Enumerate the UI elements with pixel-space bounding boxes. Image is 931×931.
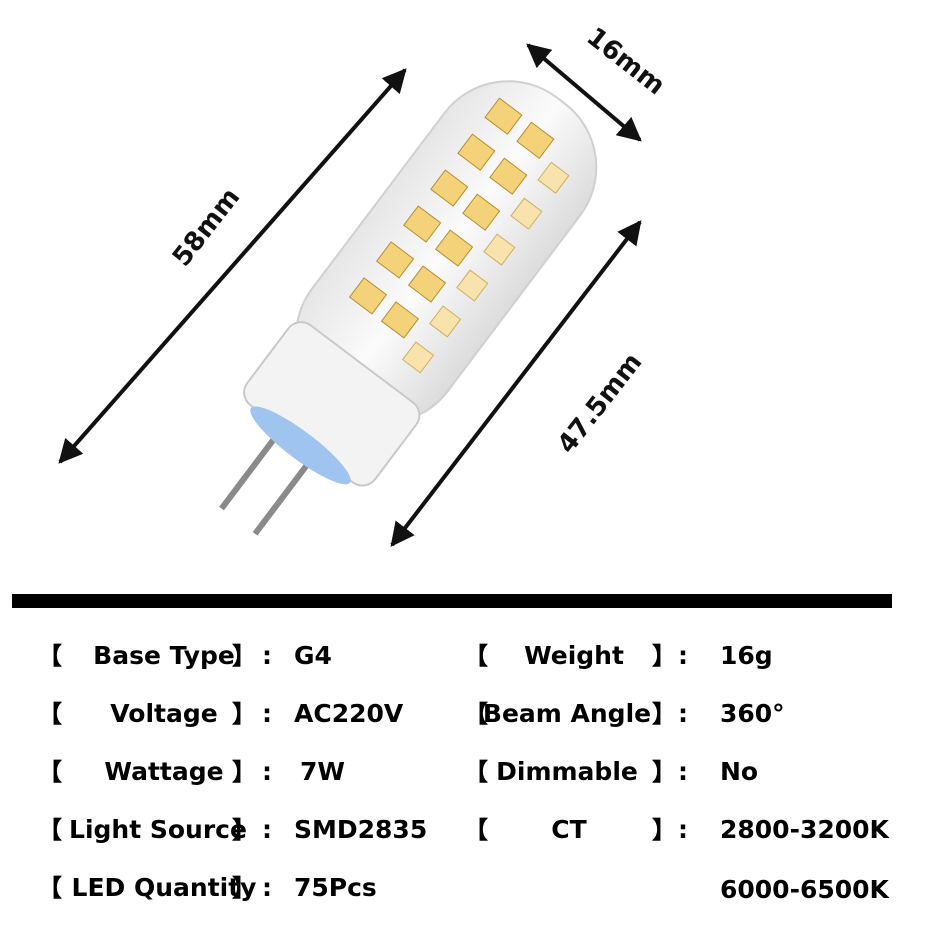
- spec-voltage: 【 Voltage 】 : AC220V: [38, 694, 458, 734]
- dimension-label-58mm: 58mm: [167, 183, 246, 273]
- spec-light-source: 【 Light Source 】 : SMD2835: [38, 810, 458, 850]
- bulb-base-face: [250, 406, 351, 485]
- spec-value: SMD2835: [294, 815, 428, 844]
- open-bracket: 【: [464, 642, 488, 670]
- spec-led-quantity: 【 LED Quantity 】 : 75Pcs: [38, 868, 458, 908]
- spec-value: 360°: [720, 699, 785, 728]
- open-bracket: 【: [38, 874, 62, 902]
- product-illustration: 58mm 16mm 47.5mm: [58, 22, 671, 547]
- close-bracket: 】: [652, 816, 676, 844]
- spec-key: LED Quantity: [71, 873, 257, 902]
- colon: :: [678, 699, 688, 728]
- spec-key: Voltage: [110, 699, 218, 728]
- spec-key: Beam Angle: [482, 699, 652, 728]
- open-bracket: 【: [464, 758, 488, 786]
- led-chips: [348, 97, 570, 374]
- dimension-arrow-47mm: [390, 220, 642, 547]
- spec-value: 7W: [300, 757, 345, 786]
- colon: :: [262, 699, 272, 728]
- spec-weight: 【 Weight 】 : 16g: [464, 636, 894, 676]
- spec-key: Weight: [524, 641, 624, 670]
- open-bracket: 【: [464, 700, 488, 728]
- open-bracket: 【: [464, 816, 488, 844]
- close-bracket: 】: [232, 642, 256, 670]
- spec-key: Base Type: [93, 641, 235, 670]
- bulb-pin: [252, 460, 312, 536]
- spec-key: Light Source: [69, 815, 247, 844]
- close-bracket: 】: [652, 642, 676, 670]
- close-bracket: 】: [232, 700, 256, 728]
- spec-base-type: 【 Base Type 】 : G4: [38, 636, 458, 676]
- spec-key: Wattage: [104, 757, 224, 786]
- colon: :: [262, 873, 272, 902]
- close-bracket: 】: [232, 758, 256, 786]
- spec-value: 6000-6500K: [720, 875, 889, 904]
- close-bracket: 】: [232, 874, 256, 902]
- spec-value: 2800-3200K: [720, 815, 889, 844]
- colon: :: [678, 641, 688, 670]
- spec-dimmable: 【 Dimmable 】 : No: [464, 752, 894, 792]
- dimension-arrow-58mm: [58, 68, 407, 464]
- spec-value: G4: [294, 641, 332, 670]
- colon: :: [678, 757, 688, 786]
- spec-key: Dimmable: [496, 757, 638, 786]
- spec-value: 75Pcs: [294, 873, 377, 902]
- dimension-arrow-16mm: [526, 43, 642, 142]
- colon: :: [262, 641, 272, 670]
- colon: :: [262, 815, 272, 844]
- close-bracket: 】: [232, 816, 256, 844]
- spec-key: CT: [551, 815, 587, 844]
- led-bulb: [219, 80, 598, 536]
- spec-beam-angle: 【 Beam Angle 】 : 360°: [464, 694, 894, 734]
- bulb-pin: [219, 434, 279, 511]
- open-bracket: 【: [38, 816, 62, 844]
- spec-value: 16g: [720, 641, 773, 670]
- section-divider: [12, 594, 892, 608]
- dimension-label-16mm: 16mm: [581, 22, 671, 101]
- spec-ct: 【 CT 】 : 2800-3200K: [464, 810, 894, 850]
- open-bracket: 【: [38, 758, 62, 786]
- colon: :: [262, 757, 272, 786]
- spec-value: AC220V: [294, 699, 404, 728]
- spec-wattage: 【 Wattage 】 : 7W: [38, 752, 458, 792]
- dimension-label-47mm: 47.5mm: [552, 348, 649, 460]
- close-bracket: 】: [652, 700, 676, 728]
- open-bracket: 【: [38, 700, 62, 728]
- close-bracket: 】: [652, 758, 676, 786]
- spec-value: No: [720, 757, 759, 786]
- colon: :: [678, 815, 688, 844]
- open-bracket: 【: [38, 642, 62, 670]
- spec-ct-extra: 6000-6500K: [464, 870, 894, 910]
